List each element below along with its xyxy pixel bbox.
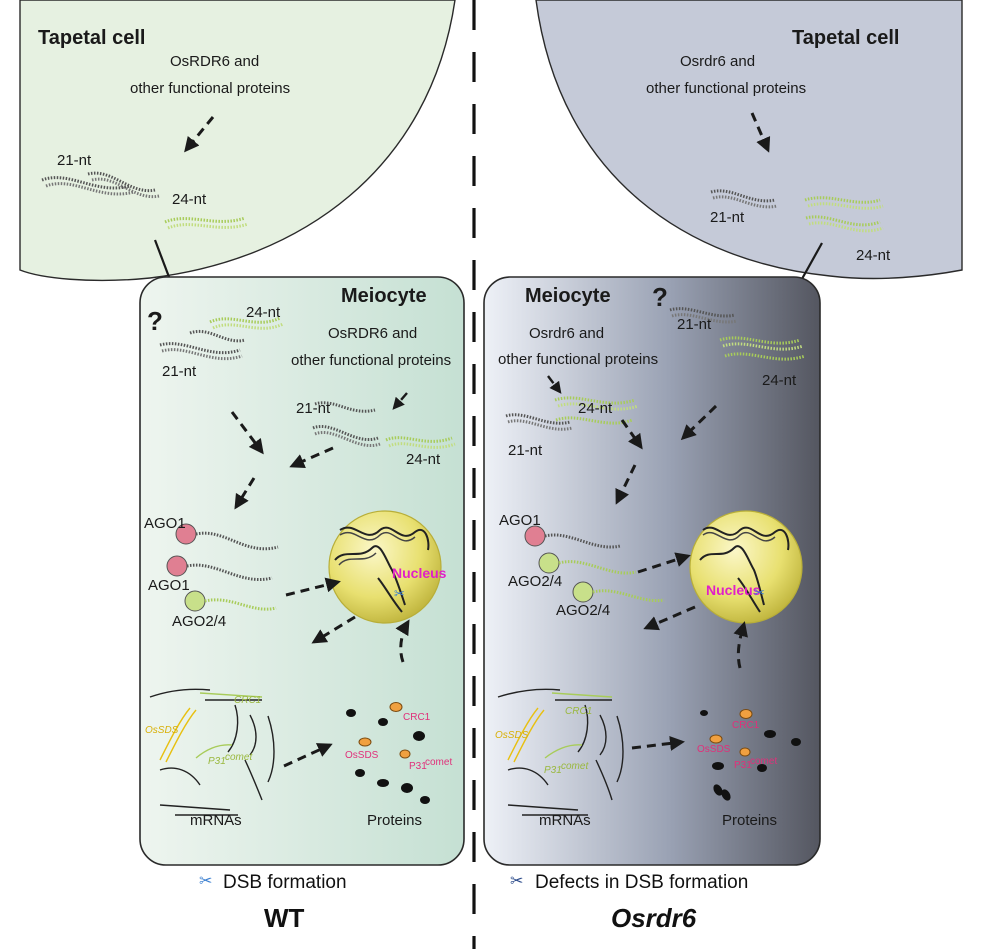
mut-ago24-a-label: AGO2/4 bbox=[508, 573, 562, 590]
wt-ago1-a-label: AGO1 bbox=[144, 515, 186, 532]
mut-mrna-p31: P31 bbox=[544, 765, 562, 776]
wt-mrnas-label: mRNAs bbox=[190, 812, 242, 829]
mut-scissors-icon: ✂ bbox=[754, 585, 765, 600]
wt-tapetal-21nt-label: 21-nt bbox=[57, 152, 92, 169]
mut-mrna-osds: OsSDS bbox=[495, 730, 529, 741]
mut-prot-p31-sup: comet bbox=[750, 756, 777, 767]
mut-tapetal-24nt-label: 24-nt bbox=[856, 247, 891, 264]
mut-ago24-b-icon bbox=[573, 582, 593, 602]
mut-ago24-b-label: AGO2/4 bbox=[556, 602, 610, 619]
wt-scissors-icon: ✂ bbox=[394, 586, 405, 601]
mut-tapetal-21nt-label: 21-nt bbox=[710, 209, 745, 226]
mut-ago1-label: AGO1 bbox=[499, 512, 541, 529]
mut-tapetal-protein-line2: other functional proteins bbox=[646, 80, 806, 97]
mut-meiocyte-title: Meiocyte bbox=[525, 285, 611, 307]
mut-footer-scissors-icon: ✂ bbox=[510, 873, 523, 890]
mut-panel-label: Osrdr6 bbox=[611, 903, 697, 933]
wt-meio2-24nt-label: 24-nt bbox=[406, 451, 441, 468]
wt-ago1-b-icon bbox=[167, 556, 187, 576]
mut-prot-osds: OsSDS bbox=[697, 744, 731, 755]
mut-mrna-crc1: CRC1 bbox=[565, 706, 592, 717]
mut-prot-crc1: CRC1 bbox=[732, 720, 760, 731]
mut-mrnas-label: mRNAs bbox=[539, 812, 591, 829]
wt-tapetal-protein-line1: OsRDR6 and bbox=[170, 53, 259, 70]
wt-tapetal-24nt-label: 24-nt bbox=[172, 191, 207, 208]
wt-mrna-osds: OsSDS bbox=[145, 725, 179, 736]
wt-tapetal-title: Tapetal cell bbox=[38, 27, 145, 49]
mut-meio-24nt-label: 24-nt bbox=[762, 372, 797, 389]
wt-meio-protein-line2: other functional proteins bbox=[291, 352, 451, 369]
wt-panel-label: WT bbox=[264, 903, 305, 933]
mut-meio-protein-line2: other functional proteins bbox=[498, 351, 658, 368]
mut-meio2-21nt-label: 21-nt bbox=[508, 442, 543, 459]
mut-question-mark: ? bbox=[652, 282, 668, 312]
wt-mrna-p31: P31 bbox=[208, 756, 226, 767]
mut-tapetal-title: Tapetal cell bbox=[792, 27, 899, 49]
wt-meio2-21nt-label: 21-nt bbox=[296, 400, 331, 417]
wt-prot-p31-sup: comet bbox=[425, 757, 452, 768]
mut-mrna-p31-sup: comet bbox=[561, 761, 589, 772]
wt-question-mark: ? bbox=[147, 306, 163, 336]
wt-meiocyte-title: Meiocyte bbox=[341, 285, 427, 307]
mut-footer-text: Defects in DSB formation bbox=[535, 872, 748, 893]
wt-ago24-icon bbox=[185, 591, 205, 611]
wt-ago1-b-label: AGO1 bbox=[148, 577, 190, 594]
wt-nucleus-label: Nucleus bbox=[392, 565, 447, 581]
mut-ago1-icon bbox=[525, 526, 545, 546]
wt-prot-osds: OsSDS bbox=[345, 750, 379, 761]
mut-nucleus-label: Nucleus bbox=[706, 582, 761, 598]
wt-meio-protein-line1: OsRDR6 and bbox=[328, 325, 417, 342]
wt-ago24-label: AGO2/4 bbox=[172, 613, 226, 630]
mut-meio-21nt-label: 21-nt bbox=[677, 316, 712, 333]
wt-mrna-p31-sup: comet bbox=[225, 752, 253, 763]
mut-nucleus: Nucleus ✂ bbox=[690, 511, 802, 623]
mut-meio-protein-line1: Osrdr6 and bbox=[529, 325, 604, 342]
wt-proteins-label: Proteins bbox=[367, 812, 422, 829]
wt-mrna-crc1: CRC1 bbox=[234, 695, 261, 706]
wt-footer-text: DSB formation bbox=[223, 872, 347, 893]
wt-prot-crc1: CRC1 bbox=[403, 712, 431, 723]
wt-footer-scissors-icon: ✂ bbox=[199, 873, 212, 890]
wt-tapetal-protein-line2: other functional proteins bbox=[130, 80, 290, 97]
mut-ago24-a-icon bbox=[539, 553, 559, 573]
mut-proteins-label: Proteins bbox=[722, 812, 777, 829]
wt-meio-21nt-label: 21-nt bbox=[162, 363, 197, 380]
mut-meio2-24nt-label: 24-nt bbox=[578, 400, 613, 417]
mut-tapetal-protein-line1: Osrdr6 and bbox=[680, 53, 755, 70]
